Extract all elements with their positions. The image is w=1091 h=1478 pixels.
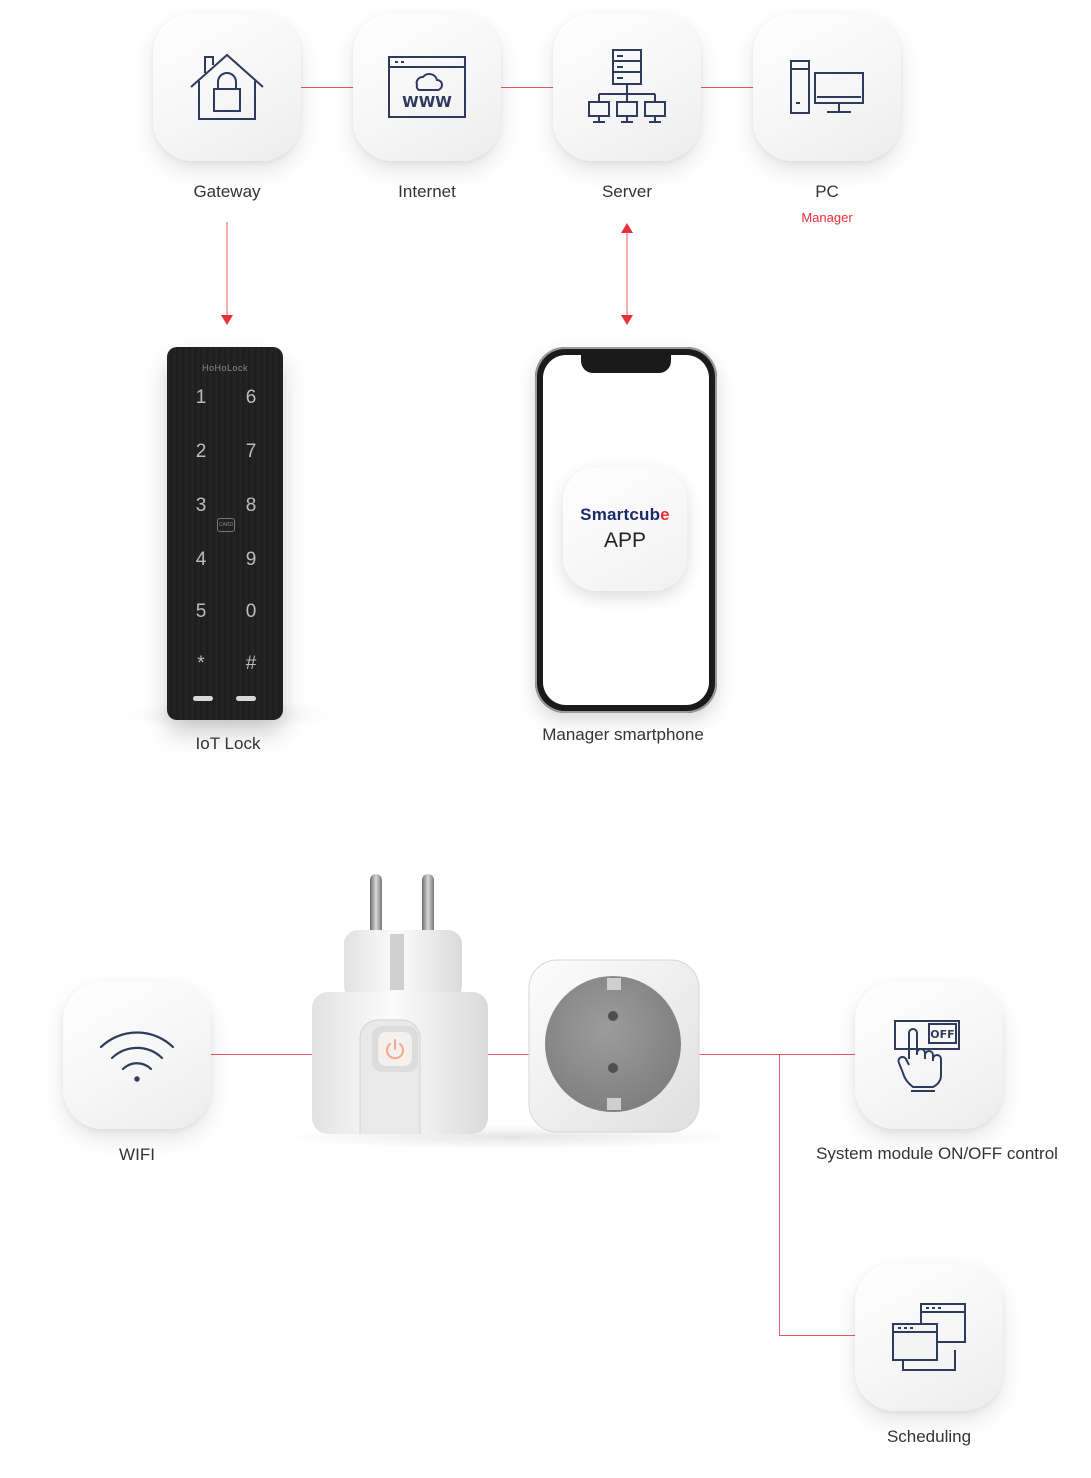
connector-plug-onoff <box>698 1054 858 1055</box>
connector-plug-plug <box>484 1054 534 1055</box>
lock-brand: HoHoLock <box>201 363 249 373</box>
www-browser-icon: WWW <box>388 56 466 118</box>
card-reader-icon: CARD <box>217 518 235 532</box>
server-phone-arrow <box>621 223 633 325</box>
internet-label: Internet <box>398 182 456 201</box>
connector-gateway-internet <box>300 87 356 88</box>
pc-sublabel: Manager <box>801 210 853 225</box>
lock-key: 4 <box>195 549 207 570</box>
server-label: Server <box>601 182 653 201</box>
lock-key: 1 <box>195 387 207 408</box>
gateway-tile <box>153 13 301 161</box>
connector-server-pc <box>700 87 756 88</box>
lock-key: * <box>197 653 205 674</box>
app-brand: Smartcube <box>580 505 670 524</box>
gateway-to-lock-arrow <box>221 222 233 325</box>
wifi-tile <box>63 981 211 1129</box>
desktop-pc-icon <box>790 60 864 114</box>
iot-lock-device: HoHoLock 1 6 2 7 3 8 4 9 5 0 * # CARD <box>167 347 283 720</box>
phone-notch <box>581 355 671 373</box>
gateway-label: Gateway <box>193 182 261 201</box>
connector-branch-scheduling <box>779 1335 858 1336</box>
lock-key: 3 <box>195 495 207 516</box>
onoff-label: System module ON/OFF control <box>816 1144 1058 1163</box>
smart-plug-side <box>312 874 488 1134</box>
lock-key: 6 <box>245 387 257 408</box>
lock-key: # <box>245 653 257 674</box>
lock-key: 0 <box>245 601 257 622</box>
hand-off-switch-icon: OFF <box>894 1020 960 1092</box>
home-lock-icon <box>190 53 264 120</box>
lock-key: 9 <box>245 549 257 570</box>
smart-plug-front <box>528 959 700 1133</box>
lock-key: 8 <box>245 495 257 516</box>
lock-led <box>236 696 256 701</box>
windows-stack-icon <box>892 1303 966 1371</box>
onoff-control-tile: OFF <box>855 981 1003 1129</box>
connector-internet-server <box>500 87 556 88</box>
lock-key: 2 <box>195 441 207 462</box>
connector-wifi-plug <box>210 1054 320 1055</box>
smartcube-app-icon[interactable]: Smartcube APP <box>563 467 687 591</box>
lock-key: 7 <box>245 441 257 462</box>
internet-tile: WWW <box>353 13 501 161</box>
pc-tile <box>753 13 901 161</box>
lock-led <box>193 696 213 701</box>
connector-branch-vertical <box>779 1054 780 1336</box>
svg-text:WWW: WWW <box>402 93 452 111</box>
smartphone-label: Manager smartphone <box>542 725 704 744</box>
scheduling-tile <box>855 1263 1003 1411</box>
app-label: APP <box>603 529 647 552</box>
power-icon <box>386 1039 404 1060</box>
lock-key: 5 <box>195 601 207 622</box>
wifi-icon <box>99 1031 175 1082</box>
iot-lock-label: IoT Lock <box>195 734 261 753</box>
server-network-icon <box>588 49 666 123</box>
pc-label: PC <box>815 182 839 201</box>
wifi-label: WIFI <box>119 1145 155 1164</box>
scheduling-label: Scheduling <box>886 1427 972 1446</box>
server-tile <box>553 13 701 161</box>
off-text: OFF <box>930 1028 954 1041</box>
